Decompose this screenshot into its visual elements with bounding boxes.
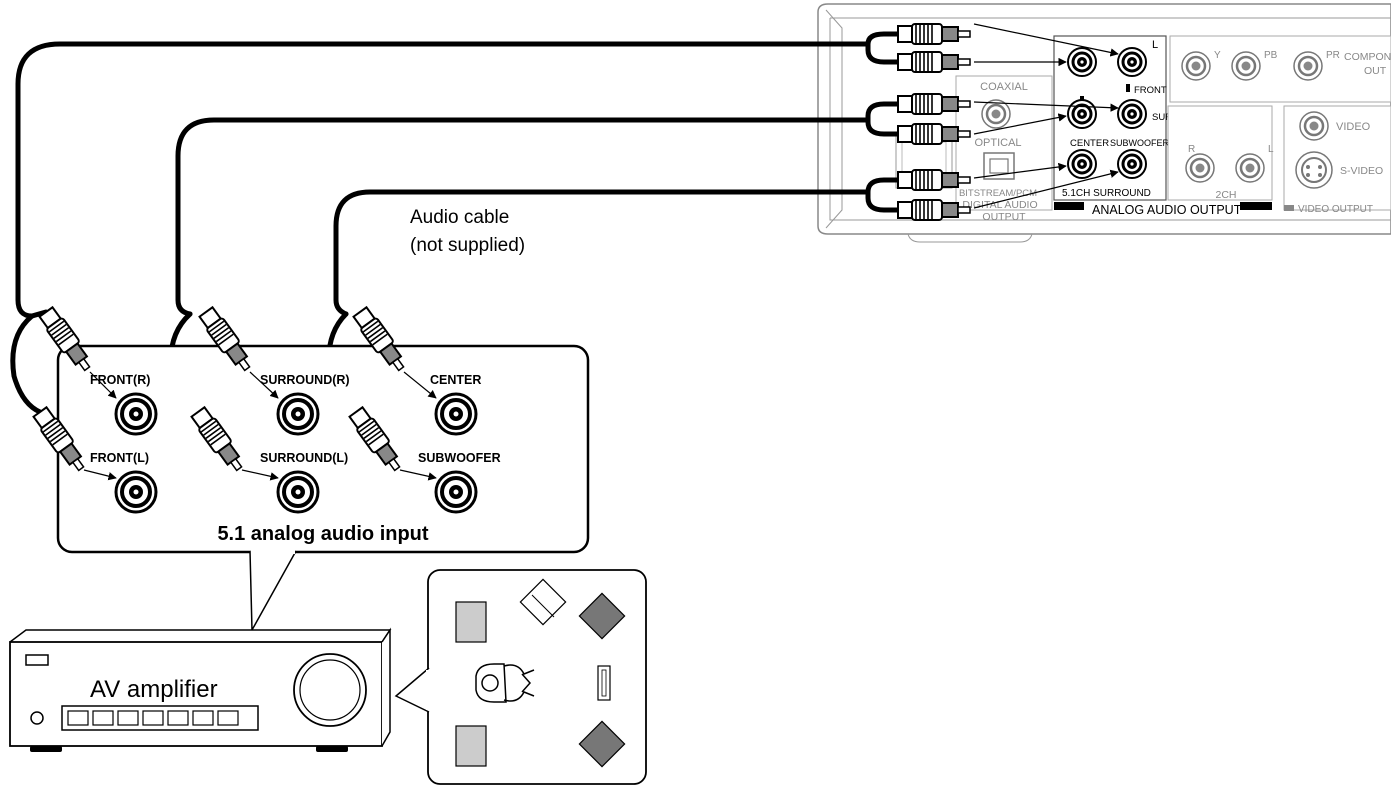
- analog-audio-output-label: ANALOG AUDIO OUTPUT: [1092, 203, 1242, 217]
- component-pb-jack: [1230, 50, 1262, 82]
- front-r-jack: [114, 392, 158, 436]
- surround-r-label: SURROUND(R): [260, 373, 350, 387]
- center-label: CENTER: [430, 373, 481, 387]
- two-ch-l-jack: [1234, 152, 1266, 184]
- panel-callout-pointer: [249, 550, 297, 633]
- surround-cable: [175, 117, 871, 317]
- surround-left-speaker: [455, 725, 487, 767]
- two-ch-l-letter: L: [1268, 144, 1274, 155]
- video-output-label: VIDEO OUTPUT: [1298, 204, 1373, 215]
- player-subwoofer-jack: [1116, 148, 1148, 180]
- component-y-jack: [1180, 50, 1212, 82]
- two-ch-label: 2CH: [1215, 189, 1236, 201]
- surround-right-speaker: [578, 720, 626, 768]
- front-l-letter: L: [1152, 39, 1158, 51]
- player-surround-r-jack: [1066, 98, 1098, 130]
- listener-icon: [475, 663, 535, 703]
- s-video-label: S-VIDEO: [1340, 165, 1383, 177]
- front-l-label: FRONT(L): [90, 451, 149, 465]
- front-l-jack: [114, 470, 158, 514]
- panel-title: 5.1 analog audio input: [217, 523, 428, 545]
- front-r-label: FRONT(R): [90, 373, 150, 387]
- component-out-label: OUT: [1364, 65, 1387, 77]
- coaxial-label: COAXIAL: [980, 81, 1028, 93]
- two-ch-r-jack: [1184, 152, 1216, 184]
- player-center-label: CENTER: [1070, 138, 1109, 149]
- front-l-cable-drop: [10, 313, 43, 415]
- front-cable-loop: [865, 31, 905, 65]
- center-jack: [434, 392, 478, 436]
- player-signal-lines: [973, 23, 1119, 209]
- player-surround-l-jack: [1116, 98, 1148, 130]
- cable-label-line1: Audio cable: [410, 207, 509, 228]
- optical-label: OPTICAL: [974, 137, 1021, 149]
- surround-l-jack: [276, 470, 320, 514]
- power-indicator: [25, 654, 49, 666]
- coaxial-jack: [980, 98, 1012, 130]
- component-y-label: Y: [1214, 50, 1221, 61]
- digital-audio-label: DIGITAL AUDIO: [962, 199, 1037, 211]
- subwoofer-jack: [434, 470, 478, 514]
- bitstream-label: BITSTREAM/PCM: [959, 188, 1037, 199]
- video-label: VIDEO: [1336, 121, 1371, 133]
- player-front-label: FRONT: [1134, 85, 1167, 96]
- front-cable: [15, 41, 871, 319]
- amplifier-input-panel: FRONT(R) FRONT(L) SURROUND(R) SURROUND(L…: [56, 344, 590, 554]
- front-left-speaker: [455, 601, 487, 643]
- digital-output-label: OUTPUT: [982, 211, 1026, 223]
- player-center-jack: [1066, 148, 1098, 180]
- center-cable: [333, 189, 871, 317]
- surround-r-jack: [276, 392, 320, 436]
- audio-cables: [10, 31, 905, 415]
- subwoofer-label: SUBWOOFER: [418, 451, 501, 465]
- component-pr-label: PR: [1326, 50, 1340, 61]
- two-ch-r-letter: R: [1188, 144, 1195, 155]
- player-front-r-jack: [1066, 46, 1098, 78]
- component-pr-jack: [1292, 50, 1324, 82]
- center-speaker: [519, 578, 567, 626]
- cable-label-line2: (not supplied): [410, 235, 525, 256]
- power-button: [30, 711, 44, 725]
- av-amplifier: AV amplifier: [9, 627, 392, 752]
- player-subwoofer-label: SUBWOOFER: [1110, 138, 1170, 148]
- center-cable-loop: [865, 177, 905, 213]
- player-51ch-label: 5.1CH SURROUND: [1062, 188, 1151, 199]
- speaker-layout-callout: [394, 569, 647, 785]
- player-front-l-jack: [1116, 46, 1148, 78]
- amp-signal-lines: [83, 371, 437, 481]
- front-right-speaker: [578, 592, 626, 640]
- surround-l-label: SURROUND(L): [260, 451, 348, 465]
- amplifier-name: AV amplifier: [90, 676, 218, 703]
- component-label: COMPONENT: [1344, 51, 1391, 63]
- component-pb-label: PB: [1264, 50, 1278, 61]
- video-jack: [1298, 110, 1330, 142]
